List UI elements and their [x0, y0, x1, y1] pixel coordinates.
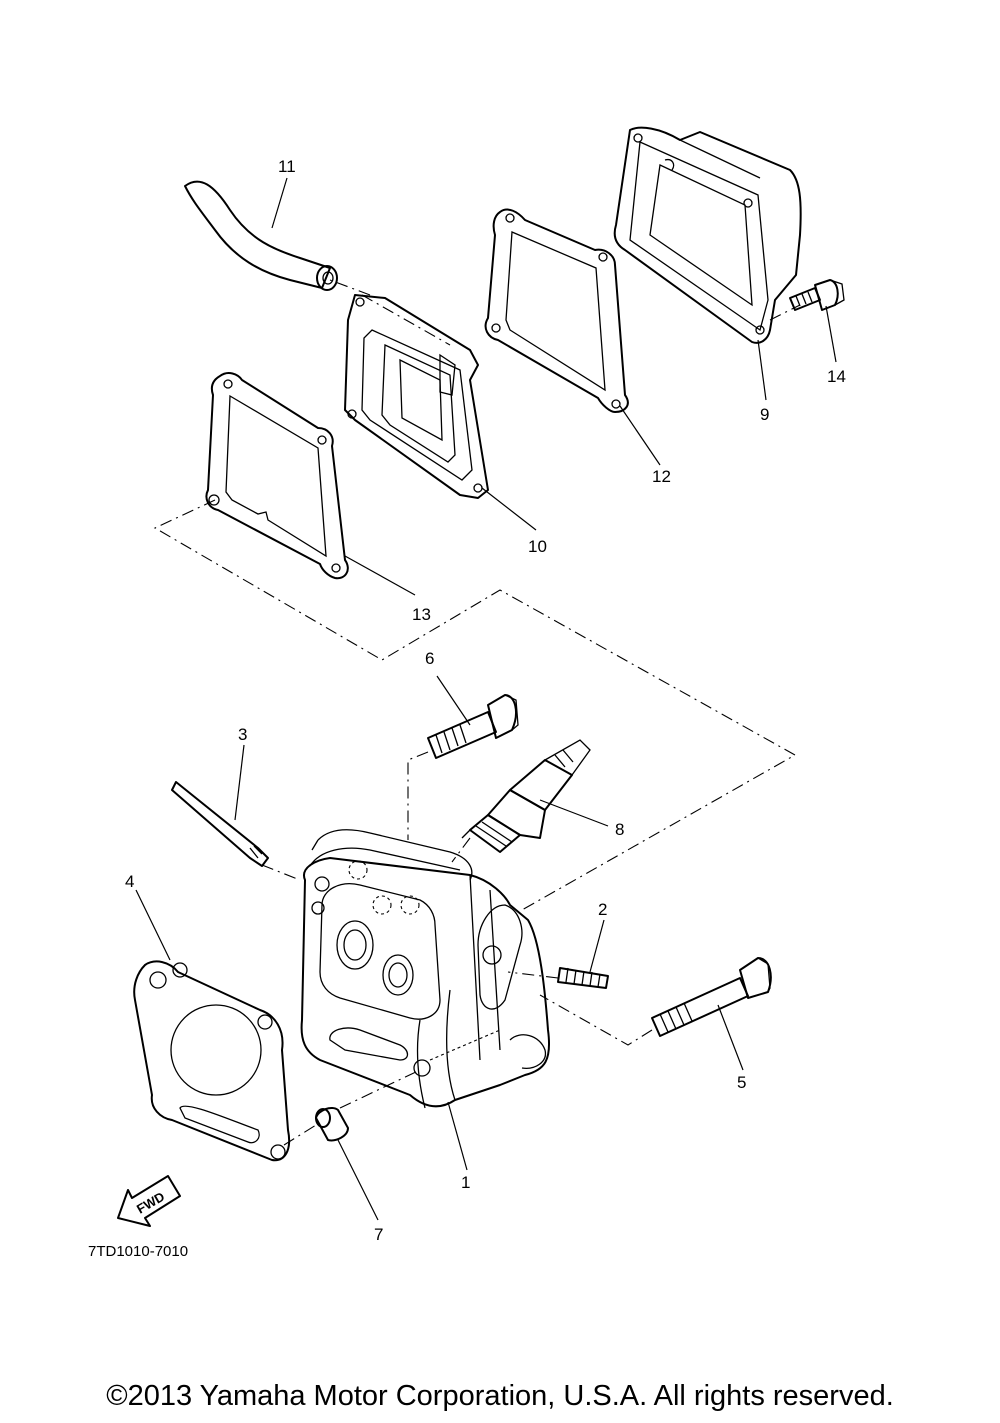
assembly-lines	[153, 279, 801, 1146]
part-7-dowel-pin	[315, 1107, 349, 1142]
part-8-spark-plug	[461, 739, 591, 853]
callout-1: 1	[461, 1173, 470, 1192]
part-6-bolt	[427, 694, 519, 759]
callout-10: 10	[528, 537, 547, 556]
part-3-stud-bolt	[171, 781, 269, 867]
fwd-arrow-icon: FWD	[117, 1175, 181, 1227]
part-14-bolt	[789, 279, 845, 311]
part-9-head-cover	[613, 126, 802, 344]
callout-4: 4	[125, 872, 134, 891]
diagram-code: 7TD1010-7010	[88, 1243, 188, 1260]
part-5-bolt	[651, 957, 772, 1037]
callout-2: 2	[598, 900, 607, 919]
callout-7: 7	[374, 1225, 383, 1244]
part-2-stud	[557, 967, 609, 989]
callout-12: 12	[652, 467, 671, 486]
callout-11: 11	[278, 157, 296, 176]
callout-9: 9	[760, 405, 769, 424]
part-4-head-gasket	[133, 960, 291, 1162]
callout-numbers: 11 10 12 9 14 13 6 3 8 4 2 5 1 7	[125, 157, 846, 1244]
part-12-cover-gasket	[484, 208, 629, 413]
copyright-notice: ©2013 Yamaha Motor Corporation, U.S.A. A…	[106, 1380, 894, 1412]
part-11-breather-hose	[184, 180, 338, 291]
callout-5: 5	[737, 1073, 746, 1092]
callout-3: 3	[238, 725, 247, 744]
callout-leaders	[135, 177, 837, 1221]
part-1-cylinder-head	[300, 829, 550, 1109]
part-13-gasket	[205, 372, 349, 580]
callout-8: 8	[615, 820, 624, 839]
callout-14: 14	[827, 367, 846, 386]
callout-13: 13	[412, 605, 431, 624]
part-10-breather-plate	[344, 294, 489, 499]
callout-6: 6	[425, 649, 434, 668]
